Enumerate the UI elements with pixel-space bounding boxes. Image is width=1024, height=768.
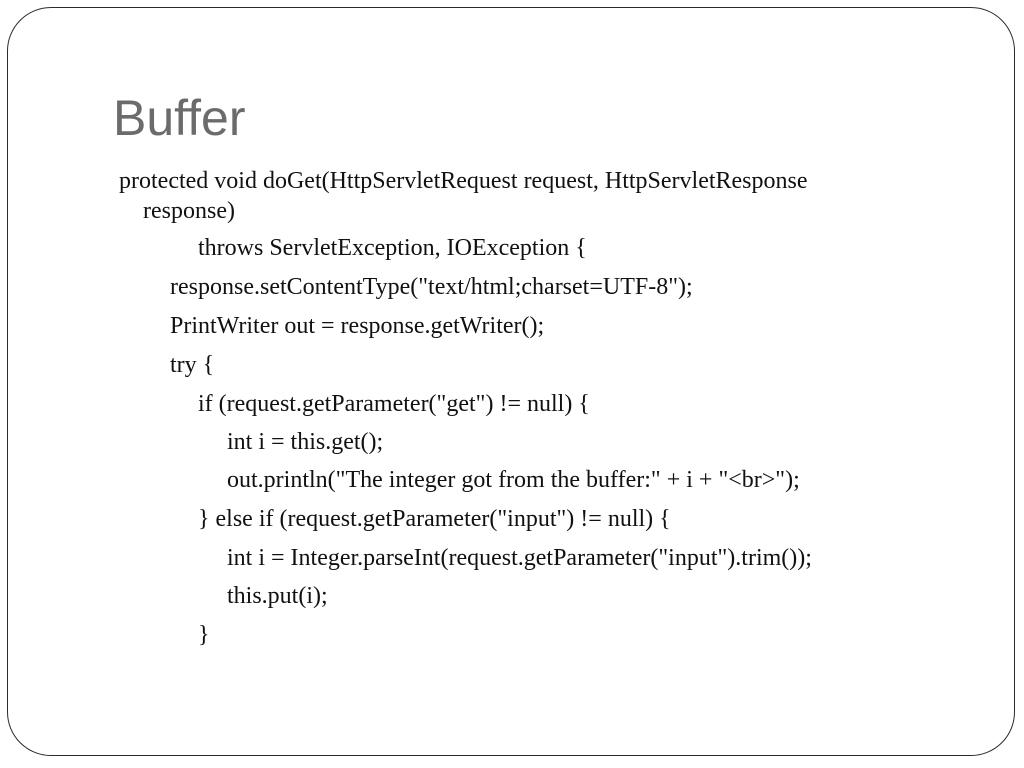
code-line: int i = this.get();	[227, 429, 384, 455]
slide-title: Buffer	[113, 90, 246, 146]
code-line: if (request.getParameter("get") != null)…	[198, 391, 590, 417]
code-line: try {	[170, 352, 215, 378]
code-line: response.setContentType("text/html;chars…	[170, 274, 693, 300]
slide-border	[7, 7, 1015, 756]
code-line: protected void doGet(HttpServletRequest …	[119, 168, 808, 194]
code-line: this.put(i);	[227, 583, 328, 609]
code-line: PrintWriter out = response.getWriter();	[170, 313, 545, 339]
code-line: } else if (request.getParameter("input")…	[198, 506, 671, 532]
code-line: response)	[143, 198, 235, 224]
code-line: out.println("The integer got from the bu…	[227, 467, 800, 493]
code-line: }	[198, 622, 210, 648]
code-line: throws ServletException, IOException {	[198, 235, 587, 261]
code-line: int i = Integer.parseInt(request.getPara…	[227, 545, 812, 571]
